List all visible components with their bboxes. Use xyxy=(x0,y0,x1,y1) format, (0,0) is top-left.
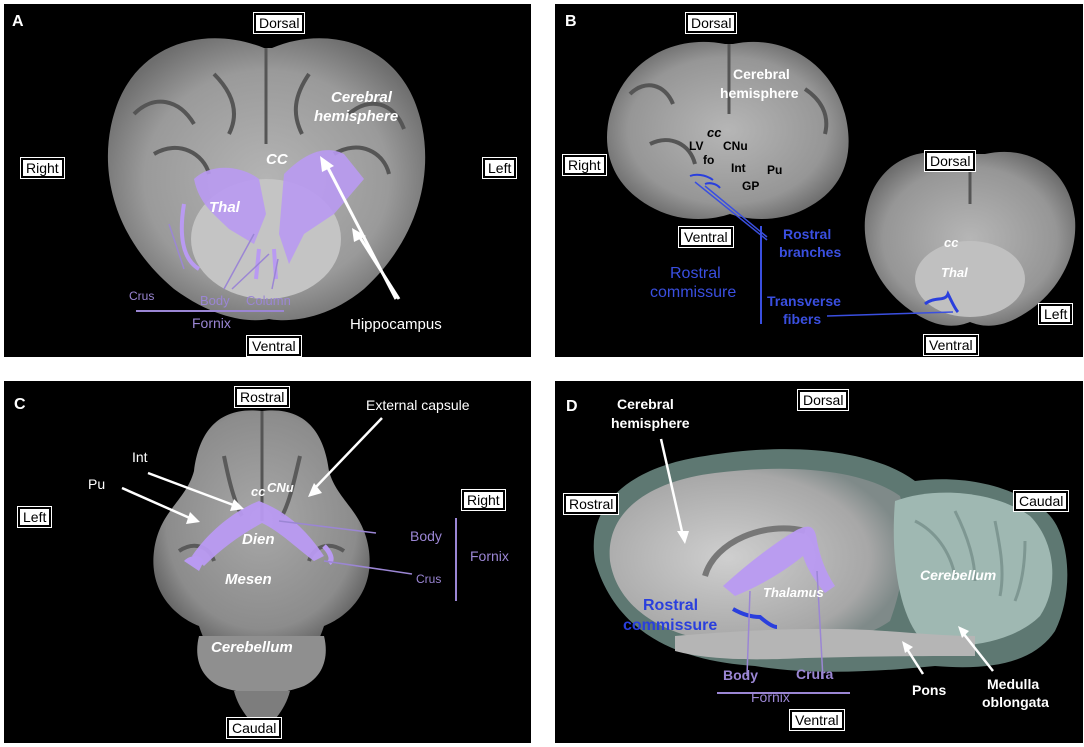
cerebral-hemisphere-label-line1: Cerebral xyxy=(733,66,790,82)
mesen-label: Mesen xyxy=(225,571,272,588)
cc-label: cc xyxy=(707,125,722,140)
orientation-ventral-label-2: Ventral xyxy=(923,334,979,356)
orientation-ventral-label: Ventral xyxy=(789,709,845,731)
panel-a: A Dorsal Ventral Right Left Cerebral hem… xyxy=(4,4,531,357)
orientation-rostral-label: Rostral xyxy=(562,493,620,515)
medulla-oblongata-label-line2: oblongata xyxy=(982,694,1049,710)
rostral-branches-label-line2: branches xyxy=(779,244,842,260)
int-label: Int xyxy=(132,449,148,465)
thal-label: Thal xyxy=(209,199,240,216)
orientation-dorsal-label: Dorsal xyxy=(796,389,850,411)
dien-label: Dien xyxy=(242,531,275,548)
orientation-caudal-label: Caudal xyxy=(225,717,283,739)
body-label: Body xyxy=(723,667,758,683)
orientation-ventral-label: Ventral xyxy=(678,226,734,248)
crus-label: Crus xyxy=(129,289,155,303)
fornix-label: Fornix xyxy=(192,315,231,331)
cerebral-hemisphere-label-line2: hemisphere xyxy=(720,85,799,101)
orientation-left-label: Left xyxy=(16,506,53,528)
pu-label: Pu xyxy=(88,476,106,492)
orientation-rostral-label: Rostral xyxy=(233,386,291,408)
rostral-commissure-label-line2: commissure xyxy=(650,284,737,301)
panel-b: B Dorsal Right Ventral Dorsal Left Ventr… xyxy=(555,4,1083,357)
external-capsule-label: External capsule xyxy=(366,397,470,413)
orientation-dorsal-label-2: Dorsal xyxy=(923,150,977,172)
orientation-ventral-label: Ventral xyxy=(246,335,302,357)
cerebral-hemisphere-label-line1: Cerebral xyxy=(331,89,392,106)
panel-d: D Dorsal Ventral Rostral Caudal Cerebral… xyxy=(555,381,1083,743)
cerebellum-label: Cerebellum xyxy=(211,639,293,656)
orientation-dorsal-label: Dorsal xyxy=(684,12,738,34)
cerebral-hemisphere-label-line2: hemisphere xyxy=(611,415,690,431)
panel-a-letter: A xyxy=(12,13,24,30)
panel-b-image xyxy=(607,41,1076,326)
body-label: Body xyxy=(410,528,442,544)
cc-label-2: cc xyxy=(944,235,959,250)
cnu-label: CNu xyxy=(267,480,294,495)
orientation-right-label: Right xyxy=(562,154,607,176)
orientation-right-label: Right xyxy=(20,157,65,179)
orientation-right-label: Right xyxy=(461,489,506,511)
gp-label: GP xyxy=(742,179,760,193)
fornix-label: Fornix xyxy=(470,548,509,564)
panel-c: C Rostral Caudal Left Right External cap… xyxy=(4,381,531,743)
cc-label: cc xyxy=(251,484,266,499)
panel-a-image xyxy=(107,38,426,321)
thal-label: Thal xyxy=(941,265,968,280)
cnu-label: CNu xyxy=(723,139,748,153)
rostral-commissure-label-line1: Rostral xyxy=(670,265,721,282)
orientation-left-label: Left xyxy=(481,157,518,179)
panel-c-letter: C xyxy=(14,396,26,413)
panel-b-letter: B xyxy=(565,13,577,30)
thalamus-label: Thalamus xyxy=(763,585,824,600)
body-label: Body xyxy=(200,293,230,308)
int-label: Int xyxy=(731,161,746,175)
cc-label: CC xyxy=(266,151,288,168)
orientation-dorsal-label: Dorsal xyxy=(252,12,306,34)
orientation-caudal-label: Caudal xyxy=(1012,490,1070,512)
cerebellum-label: Cerebellum xyxy=(920,567,997,583)
pu-label: Pu xyxy=(767,163,783,177)
transverse-fibers-label-line2: fibers xyxy=(783,311,822,327)
cerebral-hemisphere-label-line2: hemisphere xyxy=(314,108,399,125)
rostral-commissure-label-line2: commissure xyxy=(623,617,718,634)
orientation-left-label: Left xyxy=(1037,303,1074,325)
hippocampus-label: Hippocampus xyxy=(350,316,442,333)
panel-d-image xyxy=(593,438,1068,694)
crus-label: Crus xyxy=(416,572,442,586)
fornix-label: Fornix xyxy=(751,689,790,705)
fo-label: fo xyxy=(703,153,715,167)
lv-label: LV xyxy=(689,139,704,153)
panel-c-image xyxy=(121,410,457,731)
transverse-fibers-label-line1: Transverse xyxy=(767,293,841,309)
cerebral-hemisphere-label-line1: Cerebral xyxy=(617,396,674,412)
medulla-oblongata-label-line1: Medulla xyxy=(987,676,1040,692)
pons-label: Pons xyxy=(912,682,947,698)
crura-label: Crura xyxy=(796,666,834,682)
rostral-commissure-label-line1: Rostral xyxy=(643,597,699,614)
column-label: Column xyxy=(246,293,291,308)
panel-d-letter: D xyxy=(566,398,578,415)
rostral-branches-label-line1: Rostral xyxy=(783,226,832,242)
